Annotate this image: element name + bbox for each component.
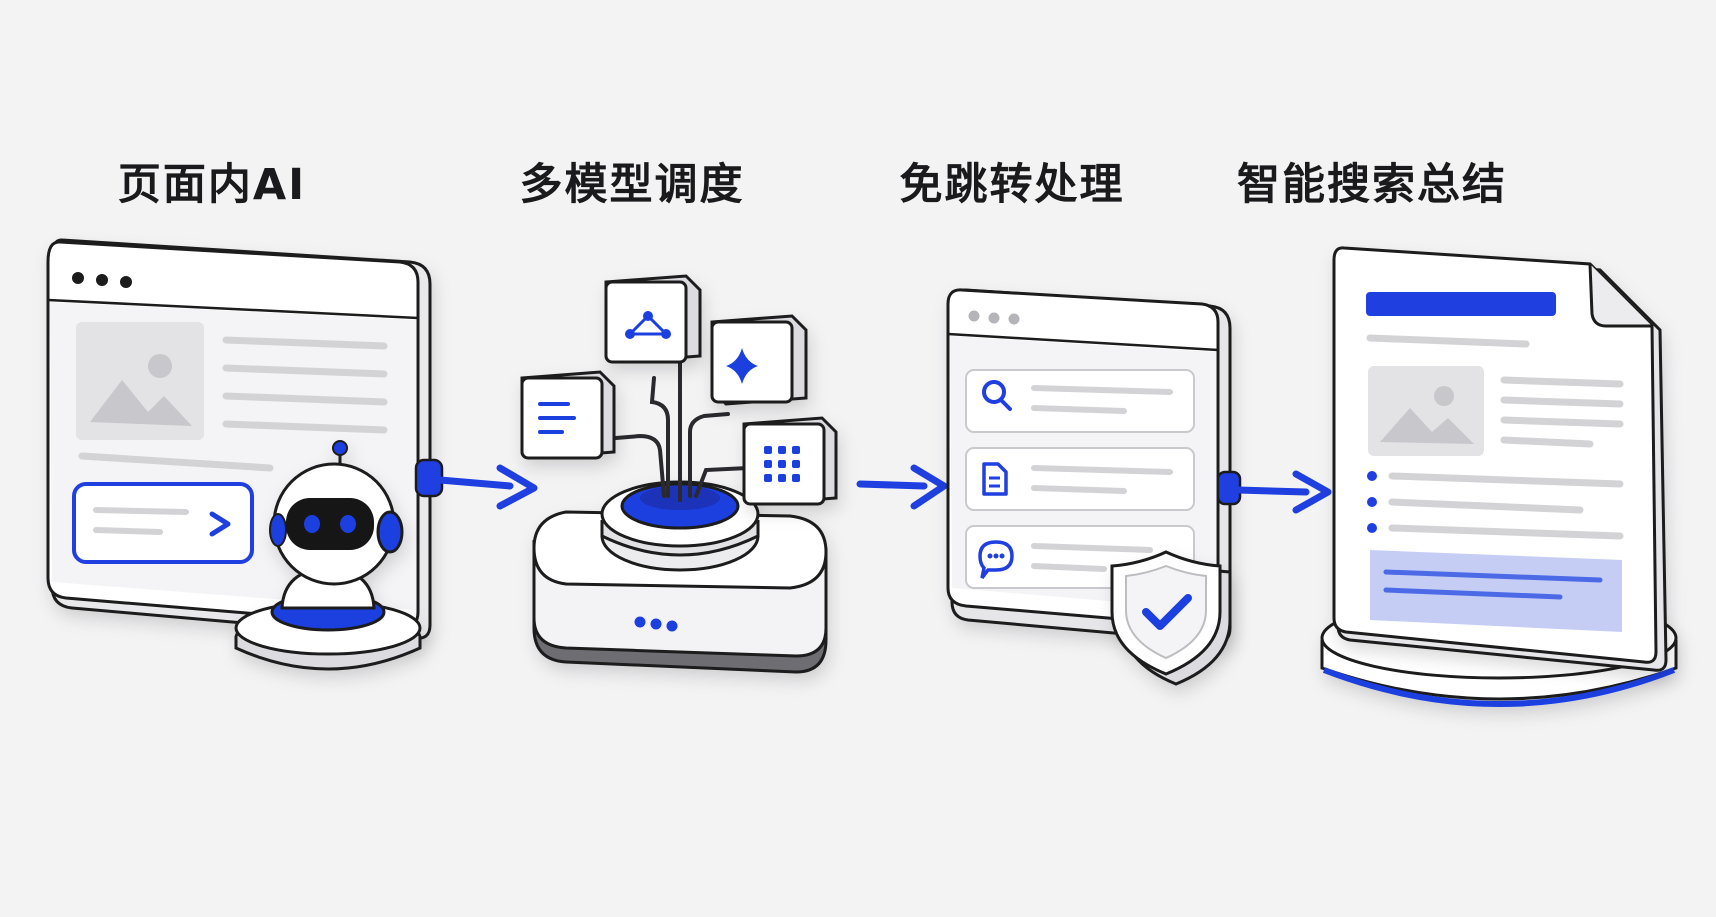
step-2-title: 多模型调度: [519, 160, 745, 210]
step-1-illustration: [46, 238, 432, 671]
step-3-title: 免跳转处理: [899, 160, 1125, 210]
step-2-illustration: [520, 274, 838, 674]
bullet-list-icon: [1367, 471, 1624, 540]
result-card-search: [965, 369, 1195, 433]
robot-assistant-icon: [234, 440, 422, 671]
image-placeholder-icon: [76, 322, 204, 440]
step-3-illustration: [946, 288, 1232, 686]
summary-title-bar: [1366, 292, 1556, 316]
document-icon: [982, 462, 1008, 496]
connector-arrow-2: [856, 464, 948, 510]
input-send-bar-icon: [72, 482, 254, 564]
result-card-document: [965, 447, 1195, 511]
image-placeholder-icon: [1368, 366, 1484, 456]
highlight-summary-icon: [1370, 550, 1622, 632]
connector-arrow-1: [414, 458, 538, 510]
grid-dots-icon: [742, 416, 838, 506]
shield-check-icon: [1110, 550, 1232, 686]
hub-base-icon: [532, 480, 828, 674]
step-4-title: 智能搜索总结: [1237, 160, 1507, 210]
network-node-icon: [604, 274, 702, 364]
placeholder-text-lines: [78, 336, 388, 472]
connector-arrow-3: [1216, 470, 1332, 514]
search-icon: [982, 380, 1012, 411]
sparkle-icon: [710, 314, 808, 406]
placeholder-text-lines: [1500, 376, 1624, 448]
step-1-title: 页面内AI: [117, 160, 307, 210]
step-4-illustration: [1320, 246, 1678, 707]
chat-bubble-icon: [978, 540, 1014, 580]
cable-bundle: [614, 348, 750, 502]
list-lines-icon: [520, 370, 616, 460]
